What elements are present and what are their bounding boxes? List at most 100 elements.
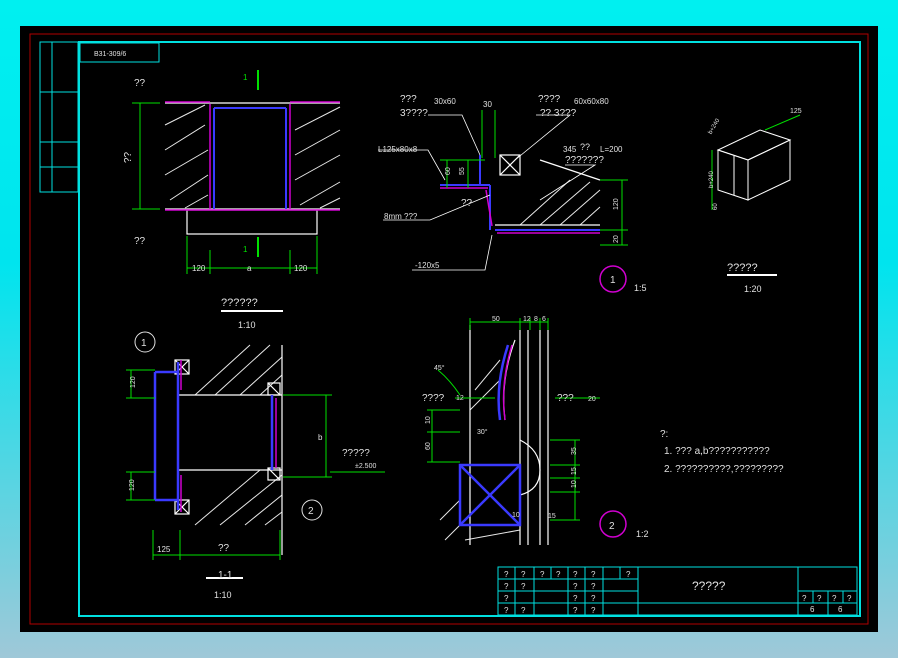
tb-r1-c6: ?: [591, 570, 596, 579]
plan-title: ??????: [221, 297, 258, 309]
section-circle-label: 1: [141, 338, 147, 349]
tb-r4-c3: ?: [573, 606, 578, 615]
detail-1-note-f: ?? 3???: [540, 108, 577, 119]
detail-2-dim-15: 15: [571, 467, 578, 475]
title-block: [497, 566, 858, 616]
plan-label-top: ??: [134, 78, 146, 89]
tb-r1-c1: ?: [504, 570, 509, 579]
section-note: ?????: [342, 448, 370, 459]
detail-1-note-a: ???: [400, 94, 417, 105]
iso-title: ?????: [727, 262, 758, 274]
detail-2-note-left: ????: [422, 393, 445, 404]
detail-section-1-1: 1 120 120 b ????? ±2.500 125 ?? 2 1-1 1:…: [126, 331, 385, 600]
tb-right-4: ?: [847, 594, 852, 603]
detail-1-note-o: 8mm ???: [384, 212, 418, 221]
notes-line-1: 1. ??? a,b???????????: [664, 446, 770, 457]
plan-label-mid: ??: [123, 151, 134, 163]
title-block-title: ?????: [692, 579, 726, 593]
section-dim-bl: 125: [157, 545, 171, 554]
outer-border: [29, 33, 869, 625]
detail-2-dim-12: 12: [523, 316, 531, 323]
detail-plan: ?? ?? ?? 1 1 120 a 120 ?????? 1:10: [123, 70, 341, 330]
section-scale: 1:10: [214, 590, 232, 600]
detail-2-angle2: 30°: [477, 428, 488, 436]
tb-r3-c3: ?: [591, 594, 596, 603]
detail-1-scale: 1:5: [634, 283, 647, 293]
detail-1-note-p: 120: [613, 198, 620, 210]
section-ref-circle: [301, 499, 323, 521]
tb-right-3: ?: [832, 594, 837, 603]
detail-2-dim-6: 6: [542, 316, 546, 323]
plan-label-bottom: ??: [134, 236, 146, 247]
detail-2-dim-10b: 10: [571, 480, 578, 488]
tb-r4-c4: ?: [591, 606, 596, 615]
drawing-number-box: [79, 42, 160, 63]
detail-2: 50 12 8 6 45° ???? 12 ??? 20 10 60 30° 3…: [422, 316, 649, 545]
detail-1: ??? 3???? 30x60 30 ???? 60x60x80 ?? 3???…: [378, 94, 647, 293]
detail-1-note-b: 30x60: [434, 97, 456, 106]
notes-heading: ?:: [660, 429, 668, 440]
tb-r1-c3: ?: [540, 570, 545, 579]
detail-2-dim-50: 50: [492, 316, 500, 323]
detail-1-note-k: ???????: [565, 155, 604, 166]
tb-r3-c2: ?: [573, 594, 578, 603]
tb-r1-c2: ?: [521, 570, 526, 579]
plan-dim-mid: a: [247, 264, 252, 273]
iso-dim-d: 60: [713, 203, 719, 210]
notes-line-2: 2. ??????????,?????????: [664, 464, 784, 475]
detail-1-note-i: ??: [580, 142, 590, 152]
section-dim-bm: ??: [218, 543, 230, 554]
plan-dim-right: 120: [294, 264, 308, 273]
inner-frame: [78, 41, 861, 617]
section-circle: [134, 331, 156, 353]
detail-2-dim-10: 10: [425, 416, 432, 424]
section-dim-bottom: 120: [129, 479, 136, 491]
plan-section-mark-bottom: 1: [243, 245, 248, 254]
section-title: 1-1: [218, 570, 233, 581]
section-dim-right: b: [318, 433, 323, 442]
plan-scale: 1:10: [238, 320, 256, 330]
detail-1-note-r: -120x5: [415, 261, 440, 270]
tb-sheet-total: 6: [838, 605, 843, 614]
plan-section-mark-top: 1: [243, 73, 248, 82]
detail-2-note-right: ???: [557, 393, 574, 404]
detail-2-dim-10c: 10: [512, 512, 520, 519]
tb-r1-c4: ?: [556, 570, 561, 579]
detail-2-angle: 45°: [434, 364, 445, 372]
iso-dim-a: 125: [790, 108, 802, 115]
detail-1-circle-label: 1: [610, 275, 616, 286]
section-ref-label: 2: [308, 506, 314, 517]
drawing-number: B31-309/6: [94, 51, 126, 58]
detail-1-note-a2: 3????: [400, 108, 428, 119]
detail-2-scale: 1:2: [636, 529, 649, 539]
binding-strip: [39, 41, 79, 193]
detail-2-dim-8: 8: [534, 316, 538, 323]
tb-r2-c4: ?: [591, 582, 596, 591]
detail-1-note-e: 60x60x80: [574, 97, 609, 106]
tb-r4-c1: ?: [504, 606, 509, 615]
iso-scale: 1:20: [744, 284, 762, 294]
drawing-background: [20, 26, 878, 632]
tb-r3-c1: ?: [504, 594, 509, 603]
notes: ?: 1. ??? a,b??????????? 2. ??????????,?…: [660, 429, 784, 475]
detail-1-note-q: 20: [613, 235, 620, 243]
section-elev: ±2.500: [355, 463, 376, 470]
detail-2-dim-15b: 15: [548, 513, 556, 520]
detail-2-circle-label: 2: [609, 521, 615, 532]
detail-1-note-l: 60: [445, 167, 452, 175]
tb-r1-c7: ?: [626, 570, 631, 579]
detail-1-note-n: ??: [461, 198, 473, 209]
detail-1-note-g: L125x80x8: [378, 145, 418, 154]
detail-1-note-c: 30: [483, 100, 492, 109]
tb-r2-c2: ?: [521, 582, 526, 591]
detail-2-note-12: 12: [456, 395, 464, 402]
detail-1-circle: [599, 265, 627, 293]
plan-dim-left: 120: [192, 264, 206, 273]
detail-2-dim-35: 35: [571, 447, 578, 455]
tb-right-1: ?: [802, 594, 807, 603]
detail-2-note-20: 20: [588, 396, 596, 403]
detail-1-note-d: ????: [538, 94, 561, 105]
iso-dim-c: b+240: [709, 170, 715, 188]
detail-2-dim-60: 60: [425, 442, 432, 450]
